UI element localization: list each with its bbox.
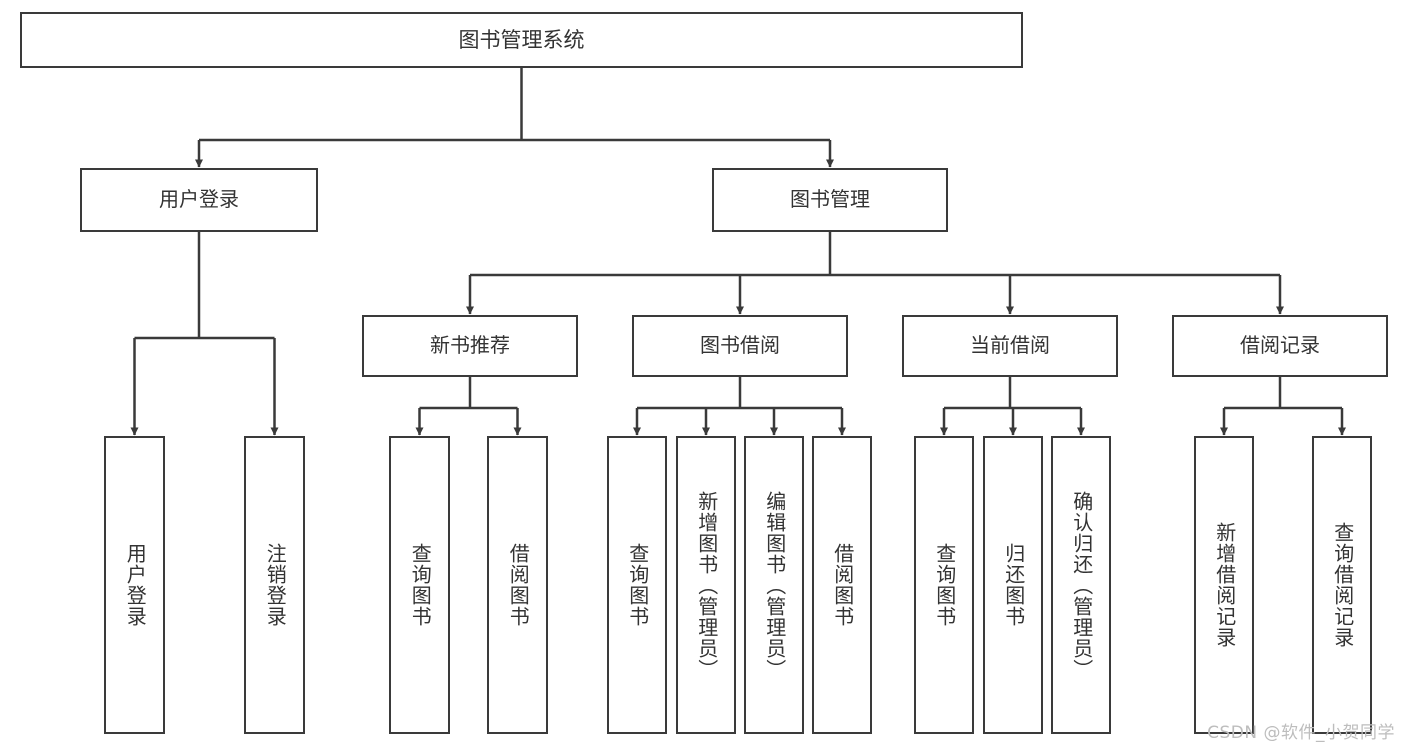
node-book-manage[interactable]: 图书管理: [712, 168, 948, 232]
node-label: 借阅图书: [506, 543, 531, 627]
node-current-borrow[interactable]: 当前借阅: [902, 315, 1118, 377]
node-label: 归还图书: [1001, 543, 1026, 627]
node-leaf-edit-book[interactable]: 编辑图书（管理员）: [744, 436, 804, 734]
node-label: 查询图书: [408, 543, 433, 627]
node-label: 注销登录: [263, 543, 288, 627]
node-leaf-query-book-2[interactable]: 查询图书: [607, 436, 667, 734]
node-label: 用户登录: [123, 543, 148, 627]
node-label: 图书借阅: [700, 333, 780, 358]
node-leaf-query-book-3[interactable]: 查询图书: [914, 436, 974, 734]
node-label: 查询图书: [625, 543, 650, 627]
node-leaf-query-book-1[interactable]: 查询图书: [389, 436, 450, 734]
node-label: 编辑图书（管理员）: [762, 490, 787, 680]
node-leaf-query-record[interactable]: 查询借阅记录: [1312, 436, 1372, 734]
node-label: 借阅记录: [1240, 333, 1320, 358]
node-label: 图书管理系统: [458, 27, 585, 52]
node-book-borrow[interactable]: 图书借阅: [632, 315, 848, 377]
node-new-book-recommend[interactable]: 新书推荐: [362, 315, 578, 377]
node-label: 借阅图书: [830, 543, 855, 627]
node-label: 图书管理: [790, 187, 870, 212]
node-borrow-record[interactable]: 借阅记录: [1172, 315, 1388, 377]
node-label: 当前借阅: [970, 333, 1050, 358]
node-label: 新书推荐: [430, 333, 510, 358]
node-label: 新增图书（管理员）: [694, 490, 719, 680]
node-label: 新增借阅记录: [1212, 522, 1237, 648]
node-label: 用户登录: [159, 187, 239, 212]
node-label: 确认归还（管理员）: [1069, 490, 1094, 680]
node-leaf-return-book[interactable]: 归还图书: [983, 436, 1043, 734]
node-leaf-user-logout[interactable]: 注销登录: [244, 436, 305, 734]
node-label: 查询借阅记录: [1330, 522, 1355, 648]
node-leaf-add-book[interactable]: 新增图书（管理员）: [676, 436, 736, 734]
node-leaf-borrow-book-2[interactable]: 借阅图书: [812, 436, 872, 734]
node-user-login[interactable]: 用户登录: [80, 168, 318, 232]
node-label: 查询图书: [932, 543, 957, 627]
node-leaf-borrow-book-1[interactable]: 借阅图书: [487, 436, 548, 734]
watermark-text: CSDN @软件_小贺同学: [1207, 723, 1395, 743]
node-leaf-confirm-return[interactable]: 确认归还（管理员）: [1051, 436, 1111, 734]
node-root-system[interactable]: 图书管理系统: [20, 12, 1023, 68]
node-leaf-add-record[interactable]: 新增借阅记录: [1194, 436, 1254, 734]
node-leaf-user-login[interactable]: 用户登录: [104, 436, 165, 734]
